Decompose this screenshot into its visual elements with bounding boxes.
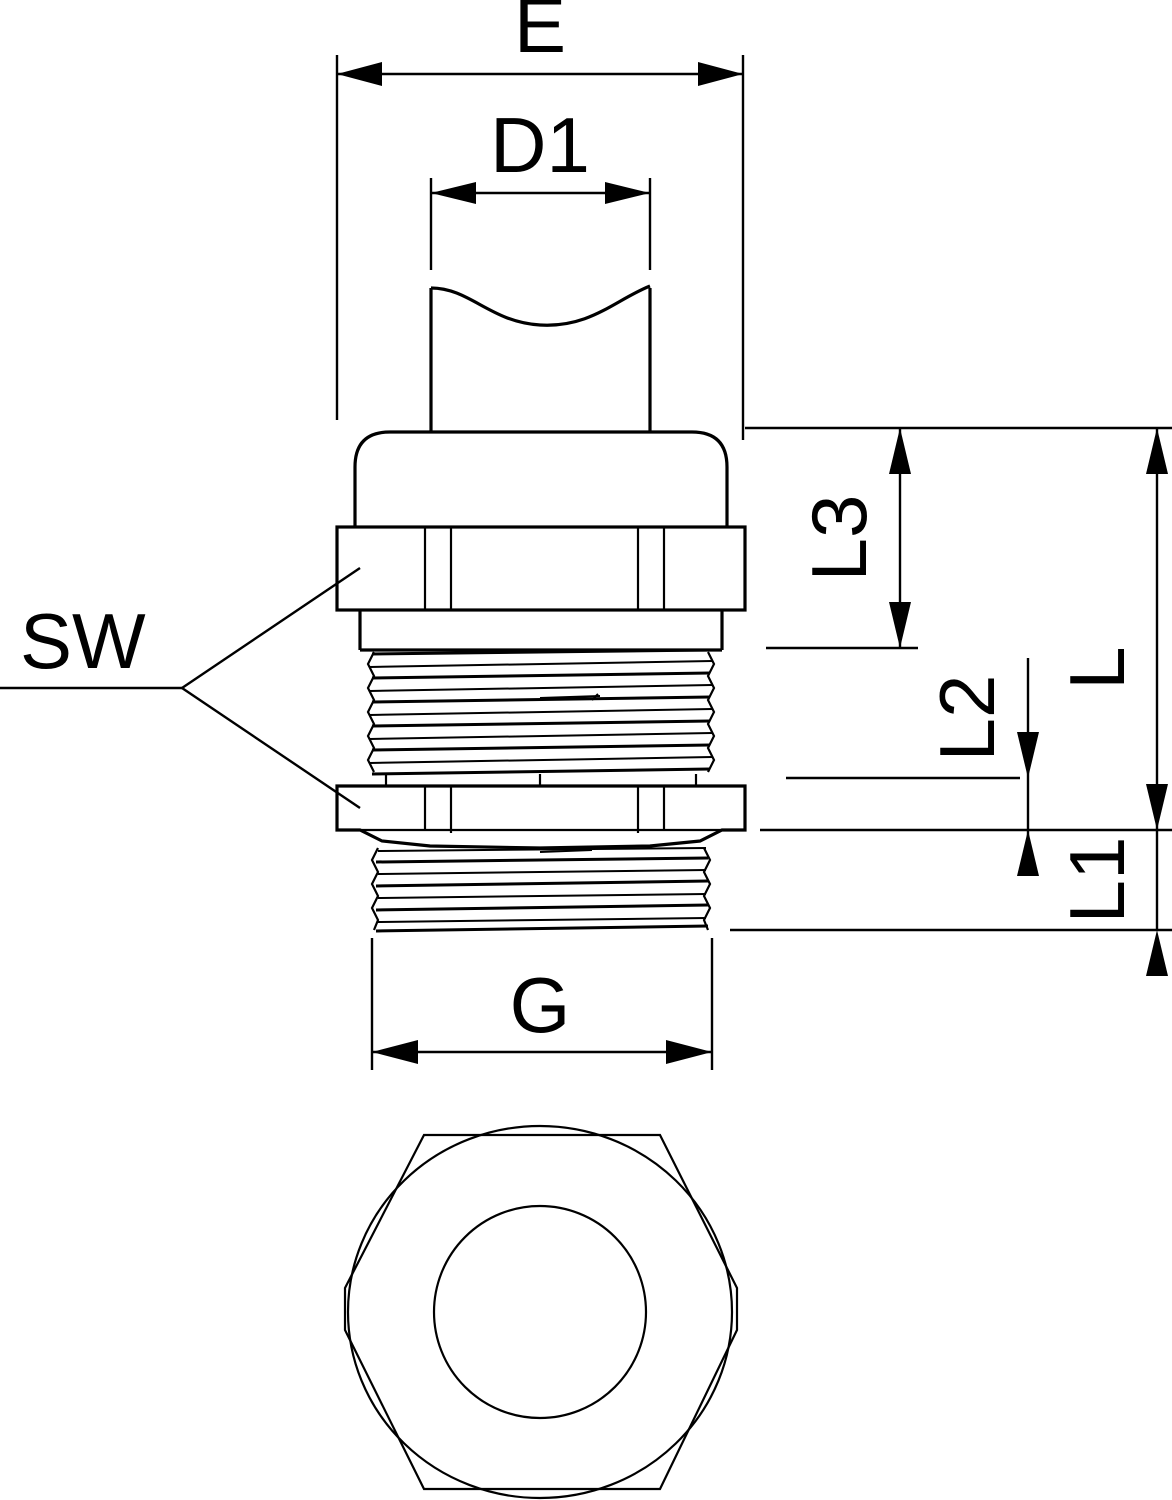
L-arrowhead-top: [1146, 428, 1168, 474]
lower-thread-centre-tick: [539, 849, 593, 853]
lower-thread-helix-1: [377, 847, 707, 852]
dimension-label-SW: SW: [20, 597, 146, 685]
hexagon-inscribed-circle: [346, 1124, 734, 1500]
lower-thread-crest-left: [370, 847, 380, 931]
dimension-label-L3: L3: [795, 495, 883, 582]
E-arrowhead-right: [698, 62, 743, 86]
lower-thread-helix-8: [375, 924, 709, 933]
L3-arrowhead-bottom: [889, 602, 911, 648]
dimension-L3: L3: [745, 426, 1172, 650]
dimension-D1: D1: [429, 101, 652, 270]
lower-thread-helix-3: [377, 869, 707, 875]
upper-body-dome: [353, 430, 729, 527]
thread-helix-4: [369, 684, 713, 692]
thread-helix-9: [371, 743, 711, 752]
lower-thread-helix-7: [377, 917, 707, 923]
thread-helix-2: [369, 660, 713, 668]
gland-upper-body: [353, 430, 729, 527]
G-arrowhead-left: [372, 1040, 418, 1064]
thread-helix-1: [371, 648, 711, 656]
dimension-label-D1: D1: [490, 101, 590, 189]
cable-sleeve: [429, 284, 652, 432]
SW-leader-upper-branch: [181, 567, 361, 689]
dimension-label-L1: L1: [1053, 837, 1141, 924]
bottom-hexagon-view: [343, 1124, 739, 1500]
thread-helix-3: [371, 671, 711, 680]
dimension-L1: L1: [730, 837, 1172, 976]
thread-crest-right: [706, 651, 716, 773]
thread-helix-10: [369, 756, 713, 764]
lower-thread-helix-5: [377, 893, 707, 899]
hexagon-outline: [343, 1133, 739, 1491]
L2-arrowhead-top: [1017, 732, 1039, 778]
lower-thread-helix-4: [375, 879, 709, 888]
D1-arrowhead-left: [431, 182, 476, 204]
L1-arrowhead-bottom: [1146, 930, 1168, 976]
upper-thread-section: [366, 648, 716, 786]
cable-break-line: [430, 284, 651, 327]
L2-arrowhead-bottom: [1017, 830, 1039, 876]
lower-nut-body: [335, 784, 747, 850]
dimension-E: E: [335, 0, 745, 440]
lower-thread-helix-2: [375, 856, 709, 864]
dimension-label-G: G: [510, 961, 571, 1049]
D1-arrowhead-right: [605, 182, 650, 204]
thread-centre-tick-a: [539, 695, 601, 699]
lower-hex-nut: [335, 784, 747, 850]
E-arrowhead-left: [337, 62, 382, 86]
thread-centre-tick-b: [591, 693, 599, 701]
hexagon-bore-circle: [432, 1204, 648, 1420]
L-arrowhead-bottom: [1146, 784, 1168, 830]
dimension-G: G: [370, 938, 714, 1070]
thread-crest-left: [366, 651, 376, 773]
thread-helix-6: [369, 708, 713, 716]
front-section-view: [335, 284, 747, 933]
dimension-L: L: [1053, 428, 1168, 930]
upper-hex-nut: [335, 525, 747, 652]
lower-thread-section: [370, 847, 712, 933]
thread-helix-5: [371, 695, 711, 704]
callout-SW: SW: [0, 567, 361, 809]
dimension-label-E: E: [514, 0, 566, 69]
upper-nut-body: [335, 525, 747, 612]
thread-helix-8: [369, 732, 713, 740]
SW-leader-lower-branch: [181, 687, 361, 809]
thread-helix-7: [371, 719, 711, 728]
dimension-L2: L2: [760, 658, 1172, 876]
G-arrowhead-right: [666, 1040, 712, 1064]
dimension-label-L: L: [1053, 646, 1141, 689]
L3-arrowhead-top: [889, 428, 911, 474]
thread-helix-11: [371, 767, 711, 776]
dimension-label-L2: L2: [923, 675, 1011, 762]
lower-thread-helix-6: [375, 903, 709, 912]
